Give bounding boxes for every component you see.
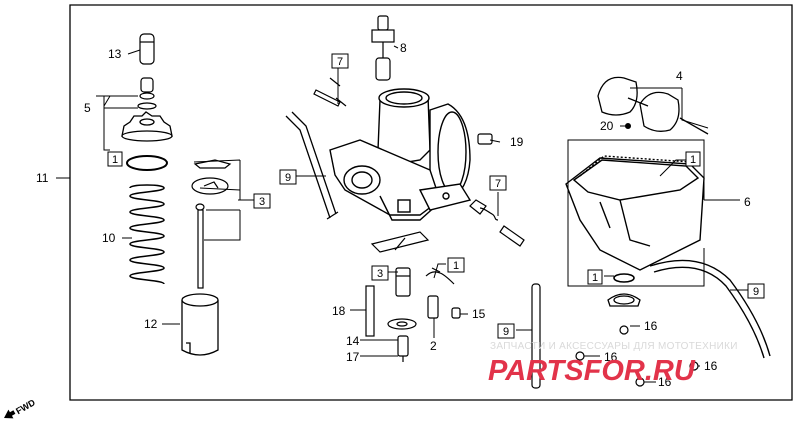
callout-16-c: 16 xyxy=(704,359,718,373)
part-12-throttle-slide xyxy=(181,293,219,356)
callout-1-valve: 1 xyxy=(453,260,459,272)
part-15-screw xyxy=(451,307,461,319)
callout-18: 18 xyxy=(332,304,346,318)
callout-6: 6 xyxy=(744,195,751,209)
callout-1-ring: 1 xyxy=(112,154,118,166)
part-10-spring xyxy=(129,184,165,285)
watermark-tagline: ЗАПЧАСТИ И АКСЕССУАРЫ ДЛЯ МОТОТЕХНИКИ xyxy=(490,341,738,352)
callout-16-d: 16 xyxy=(658,375,672,389)
part-9-tube-upper xyxy=(285,111,339,220)
callout-9-lower: 9 xyxy=(503,326,509,338)
leader-lines xyxy=(56,45,748,383)
callout-3-needle: 3 xyxy=(259,196,265,208)
part-7-screw-upper xyxy=(313,77,347,107)
part-carburetor-body xyxy=(329,88,472,221)
callout-7-upper: 7 xyxy=(337,56,343,68)
callout-9-upper: 9 xyxy=(285,172,291,184)
callout-16-a: 16 xyxy=(644,319,658,333)
part-7-screw-right xyxy=(469,199,525,247)
part-drain-screw xyxy=(607,293,641,307)
callout-2: 2 xyxy=(430,339,437,353)
callout-16-b: 16 xyxy=(604,350,618,364)
callout-17: 17 xyxy=(346,350,360,364)
callout-12: 12 xyxy=(144,317,158,331)
callout-20: 20 xyxy=(600,119,614,133)
callout-7-right: 7 xyxy=(495,178,501,190)
callout-15: 15 xyxy=(472,307,486,321)
fwd-arrow-icon: FWD xyxy=(4,397,37,419)
part-9-tube-lower xyxy=(531,283,541,389)
callout-14: 14 xyxy=(346,334,360,348)
part-bracket xyxy=(370,231,430,253)
part-19-screw xyxy=(477,133,493,145)
callout-10: 10 xyxy=(102,231,116,245)
part-4-float xyxy=(597,76,709,135)
part-jet-needle xyxy=(195,203,205,289)
watermark-brand: PARTSFOR.RU xyxy=(488,355,696,387)
part-18-jet xyxy=(365,285,375,337)
callout-4: 4 xyxy=(676,69,683,83)
part-13-cap xyxy=(139,33,155,65)
part-14-washer xyxy=(387,318,417,330)
part-6-float-bowl xyxy=(565,155,705,271)
part-2-needle-valve xyxy=(425,267,455,319)
callout-1-gasket: 1 xyxy=(690,154,696,166)
part-1-ring xyxy=(126,155,168,171)
callout-8: 8 xyxy=(400,41,407,55)
callout-11: 11 xyxy=(36,171,49,185)
callout-1-oring: 1 xyxy=(592,272,598,284)
part-top-cap xyxy=(121,111,173,142)
part-16-clips xyxy=(575,325,699,387)
callout-13: 13 xyxy=(108,47,122,61)
part-needle-clip-plate xyxy=(191,159,232,195)
part-5-clip xyxy=(137,77,157,110)
part-1-oring-bowl xyxy=(613,273,635,283)
diagram-frame xyxy=(69,4,793,401)
part-9-drain-hose xyxy=(649,259,771,359)
callout-9-hose: 9 xyxy=(753,286,759,298)
callout-5: 5 xyxy=(84,101,91,115)
fwd-label: FWD xyxy=(14,397,37,416)
part-3-screw-lower xyxy=(395,267,411,297)
callout-3-lower: 3 xyxy=(377,268,383,280)
callout-19: 19 xyxy=(510,135,524,149)
part-17-main-jet xyxy=(397,335,409,362)
part-8-screw xyxy=(371,15,395,81)
